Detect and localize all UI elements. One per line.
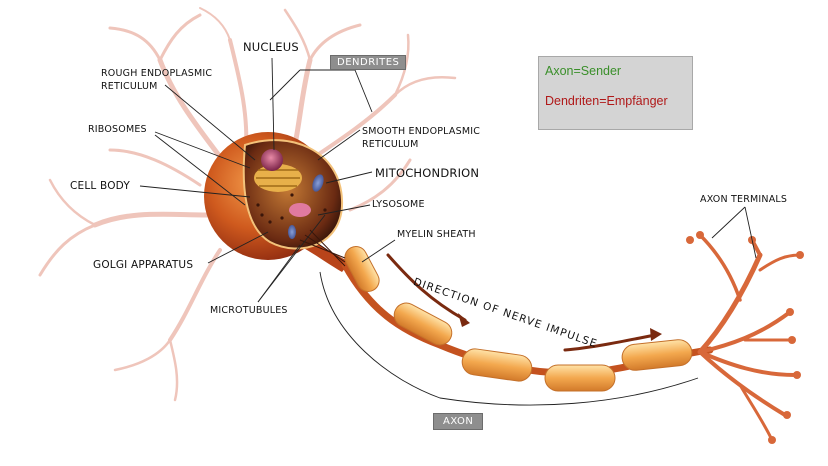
label-dendrites: DENDRITES [330, 55, 407, 70]
label-axon-terminals: AXON TERMINALS [700, 194, 788, 205]
note-dendriten-empfaenger: Dendriten=Empfänger [545, 94, 668, 108]
label-smooth-er-line1: SMOOTH ENDOPLASMIC [362, 126, 481, 137]
ribosome-dots [256, 193, 327, 224]
label-mitochondrion: MITOCHONDRION [375, 166, 480, 180]
label-microtubules: MICROTUBULES [210, 305, 288, 316]
label-rough-er-line1: ROUGH ENDOPLASMIC [101, 68, 213, 79]
synaptic-knobs [686, 231, 804, 444]
label-lysosome: LYSOSOME [372, 199, 425, 210]
myelin-sheath-segments [344, 246, 693, 392]
note-axon-sender: Axon=Sender [545, 64, 622, 78]
mitochondrion-shape [312, 174, 324, 192]
leader-lines [139, 57, 757, 406]
label-myelin-sheath: MYELIN SHEATH [397, 229, 476, 240]
golgi-apparatus [254, 164, 302, 192]
mitochondrion-shape-2 [288, 225, 296, 239]
nucleus-shape [261, 149, 283, 171]
arrow-heads [458, 313, 662, 341]
label-nucleus: NUCLEUS [243, 40, 299, 54]
label-smooth-er-line2: RETICULUM [362, 138, 419, 150]
label-ribosomes: RIBOSOMES [88, 124, 147, 135]
label-smooth-er: SMOOTH ENDOPLASMIC RETICULUM [362, 126, 480, 152]
note-box: Axon=Sender Dendriten=Empfänger [538, 56, 693, 130]
microtubule-lines [299, 229, 346, 267]
label-axon: AXON [433, 413, 484, 430]
axon-terminals [697, 233, 802, 442]
label-rough-er-line2: RETICULUM [101, 80, 158, 92]
label-golgi-apparatus: GOLGI APPARATUS [93, 259, 194, 271]
label-cell-body: CELL BODY [70, 180, 131, 192]
label-rough-er: ROUGH ENDOPLASMIC RETICULUM [101, 68, 212, 94]
lysosome-shape [289, 203, 311, 217]
impulse-arrows [386, 253, 657, 352]
